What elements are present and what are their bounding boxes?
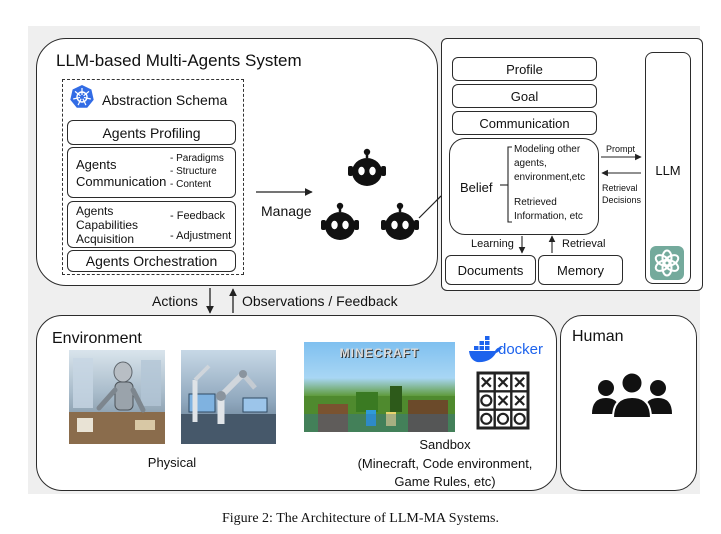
capabilities-line1: Agents <box>76 204 114 218</box>
communication-box: Communication <box>452 111 597 135</box>
prompt-label: Prompt <box>606 144 636 154</box>
belief-box: Belief Modeling other agents, environmen… <box>449 138 599 235</box>
belief-label: Belief <box>460 180 493 195</box>
retrieval-label: Retrieval <box>562 238 606 250</box>
capabilities-item-adjustment: - Adjustment <box>170 230 232 242</box>
system-title: LLM-based Multi-Agents System <box>56 51 302 70</box>
environment-title: Environment <box>52 330 142 347</box>
communication-item-paradigms: - Paradigms <box>170 153 224 164</box>
belief-item-retrieved: Retrieved <box>514 197 557 208</box>
agents-profiling-label: Agents Profiling <box>102 125 201 141</box>
belief-item-environment: environment,etc <box>514 172 586 183</box>
agents-communication-box: Agents Communication - Paradigms - Struc… <box>67 147 236 198</box>
physical-label: Physical <box>147 455 197 470</box>
sandbox-label: Sandbox <box>419 437 471 452</box>
minecraft-image: MINECRAFT <box>304 342 455 432</box>
profile-box: Profile <box>452 57 597 81</box>
learning-label: Learning <box>471 238 514 250</box>
capabilities-item-feedback: - Feedback <box>170 210 226 222</box>
figure-caption: Figure 2: The Architecture of LLM-MA Sys… <box>222 511 499 526</box>
capabilities-line3: Acquisition <box>76 232 135 246</box>
documents-label: Documents <box>457 263 524 278</box>
llm-box: LLM <box>645 52 691 284</box>
communication-label: Communication <box>479 116 570 131</box>
agents-orchestration-label: Agents Orchestration <box>85 253 218 269</box>
memory-label: Memory <box>557 263 604 278</box>
schema-title: Abstraction Schema <box>102 92 228 108</box>
manage-label: Manage <box>261 203 312 219</box>
capabilities-line2: Capabilities <box>76 218 139 232</box>
belief-item-information: Information, etc <box>514 211 583 222</box>
goal-box: Goal <box>452 84 597 108</box>
llm-label: LLM <box>655 163 681 178</box>
docker-logo-text: docker <box>498 341 544 358</box>
goal-label: Goal <box>510 89 539 104</box>
actions-label: Actions <box>152 293 198 309</box>
communication-item-structure: - Structure <box>170 166 217 177</box>
sandbox-examples-line2: Game Rules, etc) <box>394 474 496 489</box>
observations-label: Observations / Feedback <box>242 293 398 309</box>
agents-capabilities-box: Agents Capabilities Acquisition - Feedba… <box>67 201 236 248</box>
physical-robot-arms-image <box>181 350 276 444</box>
human-title: Human <box>572 328 624 345</box>
documents-box: Documents <box>445 255 536 285</box>
belief-item-modeling: Modeling other <box>514 144 581 155</box>
communication-line1: Agents <box>76 157 117 172</box>
physical-robot-lab-image <box>69 350 165 444</box>
communication-item-content: - Content <box>170 179 212 190</box>
belief-item-agents: agents, <box>514 158 547 169</box>
agents-orchestration-box: Agents Orchestration <box>67 250 236 272</box>
communication-line2: Communication <box>76 174 167 189</box>
agents-profiling-box: Agents Profiling <box>67 120 236 145</box>
memory-box: Memory <box>538 255 623 285</box>
retrieval-decisions-line2: Decisions <box>602 195 642 205</box>
sandbox-examples-line1: (Minecraft, Code environment, <box>357 456 533 471</box>
retrieval-decisions-line1: Retrieval <box>602 183 638 193</box>
profile-label: Profile <box>506 62 543 77</box>
minecraft-logo: MINECRAFT <box>339 346 420 360</box>
abstraction-schema-frame <box>62 79 244 275</box>
